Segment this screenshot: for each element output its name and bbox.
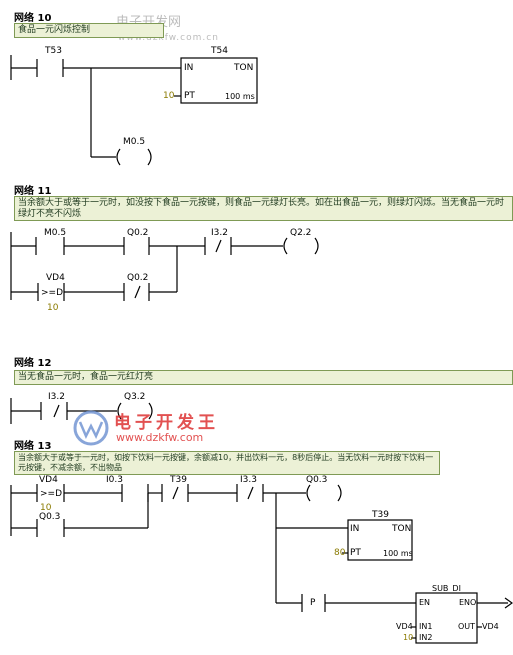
compare-vd4-label: VD4 [46, 273, 65, 283]
timer-t54-unit: 100 ms [225, 92, 255, 101]
network-13-comment[interactable]: 当余额大于或等于一元时，如按下饮料一元按键，余额减10，并出饮料一元，8秒后停止… [14, 451, 440, 475]
timer-t54-type: TON [234, 63, 254, 73]
network-12-title: 网络 12 [14, 358, 52, 369]
contact-q03[interactable] [37, 519, 64, 537]
compare2-operator: >=D [40, 489, 63, 499]
timer-t54-in-pin: IN [184, 63, 194, 73]
sub-di-name: SUB_DI [432, 584, 461, 593]
contact-q02b-label: Q0.2 [127, 273, 149, 283]
watermark-url: www.dzkfw.com.cn [118, 33, 219, 43]
sub-di-in1-pin: IN1 [419, 622, 433, 631]
timer-t39-pt-value: 80 [334, 548, 346, 558]
contact-i33-label: I3.3 [240, 475, 257, 485]
positive-transition-label: P [310, 598, 316, 608]
sub-di-in1-value: VD4 [396, 622, 413, 631]
contact-i03-label: I0.3 [106, 475, 123, 485]
coil-q32-label: Q3.2 [124, 392, 146, 402]
contact-i03[interactable] [122, 484, 148, 502]
coil-q22[interactable] [280, 237, 322, 255]
contact-i32-label: I3.2 [211, 228, 228, 238]
network-12-comment[interactable]: 当无食品一元时，食品一元红灯亮 [14, 370, 513, 385]
compare-value: 10 [47, 303, 59, 313]
timer-t54-name: T54 [211, 46, 228, 56]
contact-i32-negated[interactable] [205, 237, 231, 255]
compare2-vd4-label: VD4 [39, 475, 58, 485]
contact-t39-label: T39 [170, 475, 187, 485]
watermark-brand-url: www.dzkfw.com [116, 431, 204, 444]
timer-t54-pt-value: 10 [163, 91, 175, 101]
coil-q03[interactable] [302, 484, 346, 502]
contact-t39-negated[interactable] [162, 484, 188, 502]
sub-di-in2-pin: IN2 [419, 633, 433, 642]
watermark-brand: 电子开发王 [114, 413, 219, 433]
contact-q02-label: Q0.2 [127, 228, 149, 238]
sub-di-out-pin: OUT [458, 622, 476, 631]
network-10-title: 网络 10 [14, 13, 52, 24]
contact-m05[interactable] [36, 237, 64, 255]
network-11-title: 网络 11 [14, 186, 52, 197]
compare-operator: >=D [41, 288, 64, 298]
contact-q02-negated[interactable] [124, 283, 149, 301]
network-10-comment[interactable]: 食品一元闪烁控制 [14, 23, 164, 38]
timer-t54-pt-pin: PT [184, 91, 195, 101]
contact-q03-label: Q0.3 [39, 512, 61, 522]
timer-t39-unit: 100 ms [383, 549, 413, 558]
coil-m05[interactable] [115, 148, 155, 166]
compare2-value: 10 [40, 503, 52, 513]
contact-t53[interactable] [37, 59, 63, 77]
sub-di-in2-value: 10 [403, 633, 414, 642]
coil-q22-label: Q2.2 [290, 228, 312, 238]
timer-t39-type: TON [392, 524, 412, 534]
coil-m05-label: M0.5 [123, 137, 146, 147]
contact-i32b-negated[interactable] [41, 402, 67, 420]
sub-di-en-pin: EN [419, 598, 431, 607]
contact-t53-label: T53 [45, 46, 62, 56]
network-13-title: 网络 13 [14, 441, 52, 452]
sub-di-out-value: VD4 [482, 622, 499, 631]
timer-t39-name: T39 [372, 510, 389, 520]
contact-i32b-label: I3.2 [48, 392, 65, 402]
timer-t39-in-pin: IN [350, 524, 360, 534]
contact-m05-label: M0.5 [44, 228, 67, 238]
watermark-logo [73, 410, 109, 446]
contact-i33-negated[interactable] [237, 484, 263, 502]
contact-q02[interactable] [124, 237, 149, 255]
sub-di-eno-pin: ENO [459, 598, 477, 607]
timer-t39-pt-pin: PT [350, 548, 361, 558]
coil-q03-label: Q0.3 [306, 475, 328, 485]
network-11-comment[interactable]: 当余额大于或等于一元时，如没按下食品一元按键，则食品一元绿灯长亮。如在出食品一元… [14, 196, 513, 221]
